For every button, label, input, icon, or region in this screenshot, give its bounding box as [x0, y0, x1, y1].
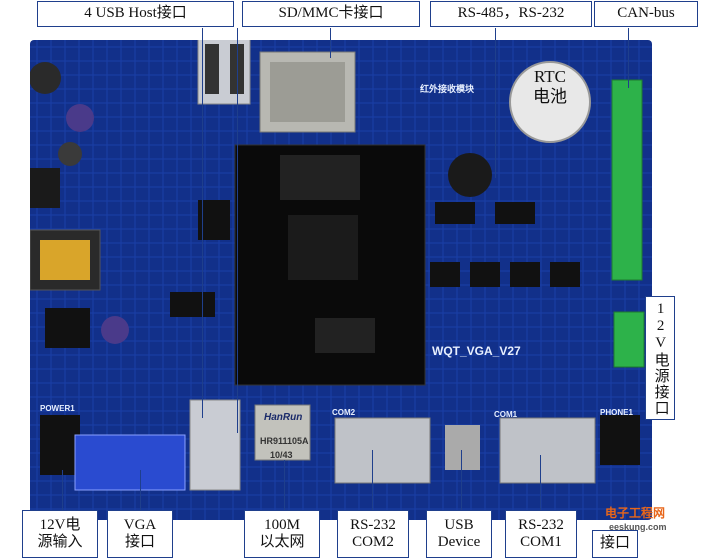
hanrun-silk: HanRun: [264, 412, 303, 423]
com2-silk: COM2: [332, 408, 356, 417]
label-rs232-com2: RS-232 COM2: [337, 510, 409, 558]
power-silk: POWER1: [40, 404, 75, 413]
line-rs485: [495, 28, 496, 178]
label-can-bus: CAN-bus: [594, 1, 698, 27]
line-eth: [284, 460, 285, 510]
watermark-logo: 电子工程网 eeskung.com: [567, 502, 695, 542]
line-vga: [140, 470, 141, 510]
label-100m-ethernet: 100M 以太网: [244, 510, 320, 558]
label-rs232-com1: RS-232 COM1: [505, 510, 577, 558]
label-rs485-rs232: RS-485，RS-232: [430, 1, 592, 27]
line-com2: [372, 450, 373, 510]
board-name: WQT_VGA_V27: [432, 344, 521, 358]
line-can: [628, 28, 629, 88]
hanrun-part-silk: HR911105A: [260, 436, 309, 446]
watermark-line2: eeskung.com: [609, 522, 667, 532]
line-sd: [330, 28, 331, 58]
line-com1: [540, 455, 541, 510]
label-sd-mmc: SD/MMC卡接口: [242, 1, 420, 27]
com1-silk: COM1: [494, 410, 518, 419]
label-usb-host: 4 USB Host接口: [37, 1, 234, 27]
hanrun-date-silk: 10/43: [270, 450, 293, 460]
label-12v-power-input: 12V电 源输入: [22, 510, 98, 558]
label-phone-port: 接口: [592, 530, 638, 558]
pcb-board-photo: [30, 40, 652, 520]
line-usb-host-1: [202, 28, 203, 418]
label-rtc-battery: RTC 电池: [533, 67, 567, 106]
label-usb-device: USB Device: [426, 510, 492, 558]
line-power-in: [62, 470, 63, 510]
line-usb-host-2: [237, 28, 238, 433]
label-12v-power-port: 12V电源接口: [645, 296, 675, 420]
line-usbdev: [461, 450, 462, 510]
label-vga: VGA 接口: [107, 510, 173, 558]
infrared-silk: 红外接收模块: [420, 84, 475, 94]
watermark-line1: 电子工程网: [605, 506, 666, 520]
phone-silk: PHONE1: [600, 408, 633, 417]
